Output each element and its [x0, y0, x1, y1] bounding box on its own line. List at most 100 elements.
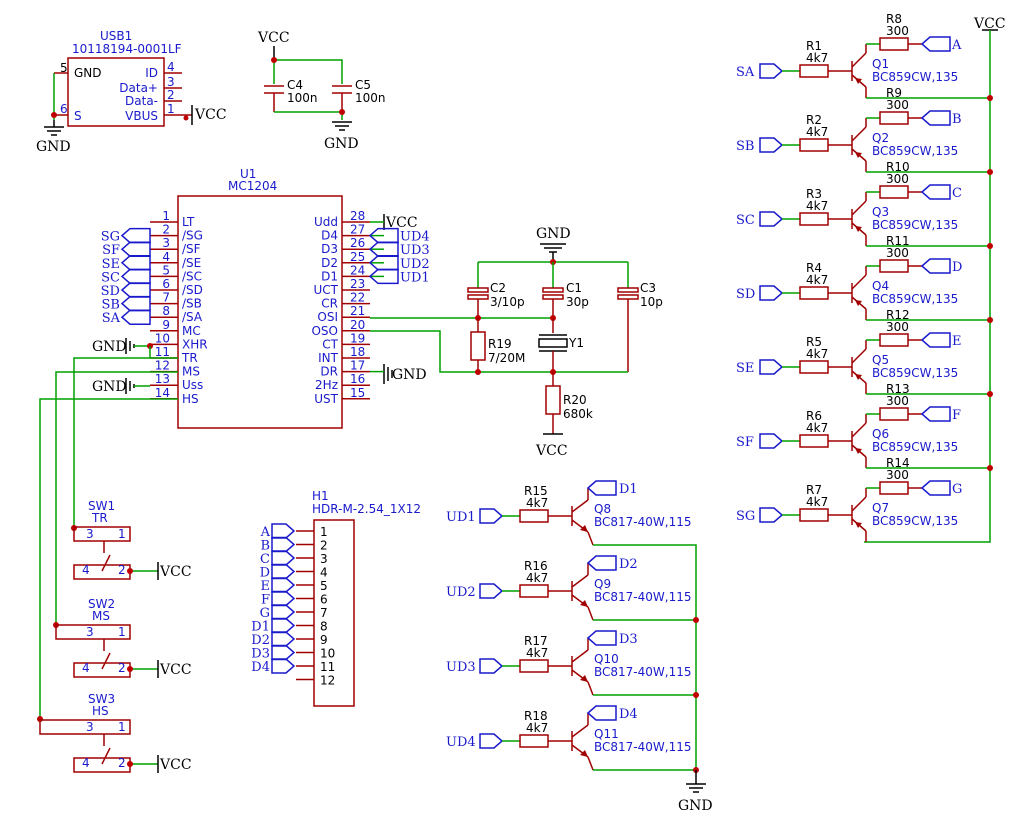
- pnp-rc-value: 300: [886, 172, 909, 186]
- switch-vcc-net: VCC: [159, 757, 192, 773]
- u1-net-flag: [368, 255, 399, 271]
- pnp-driver-group: SAR14k7R8300AQ1BC859CW,135SBR24k7R9300BQ…: [736, 12, 993, 542]
- npn-input-label: UD1: [446, 510, 476, 525]
- u1-net-flag: [120, 241, 151, 257]
- npn-q-ref: Q9: [594, 577, 611, 591]
- pnp-q-part: BC859CW,135: [872, 440, 958, 454]
- h1-net-label: D1: [251, 620, 270, 635]
- c1-ref: C1: [566, 281, 582, 295]
- npn-q-part: BC817-40W,115: [594, 740, 692, 754]
- switch-vcc-net: VCC: [159, 564, 192, 580]
- pnp-input-flag: [759, 63, 784, 79]
- pnp-rc-value: 300: [886, 98, 909, 112]
- pnp-rb-value: 4k7: [806, 273, 828, 287]
- h1-pin-number: 9: [320, 633, 328, 647]
- c3-ref: C3: [640, 281, 656, 295]
- usb-pin6-num: 6: [60, 102, 68, 116]
- u1-gnd-net-2: GND: [92, 379, 127, 395]
- c4-ref: C4: [287, 78, 303, 92]
- pnp-output-label: A: [951, 38, 962, 53]
- u1-pin-number: 16: [350, 372, 365, 386]
- u1-pin-name: /SA: [182, 310, 203, 324]
- pnp-input-flag: [759, 137, 784, 153]
- pnp-vcc-net: VCC: [973, 16, 1006, 32]
- u1-pin-name: MC: [182, 324, 201, 338]
- u1-pin-name: D3: [321, 242, 338, 256]
- pnp-input-label: SC: [736, 213, 755, 228]
- u1-pin-number: 20: [350, 318, 365, 332]
- u1-pin-number: 15: [350, 386, 365, 400]
- pnp-rc-value: 300: [886, 246, 909, 260]
- h1-pin-number: 4: [320, 566, 328, 580]
- u1-pin-number: 1: [162, 209, 170, 223]
- pnp-input-flag: [759, 285, 784, 301]
- u1-pin-name: /SD: [182, 283, 203, 297]
- c1-val: 30p: [566, 295, 589, 309]
- switch-wiring: [37, 346, 178, 722]
- u1-net-label: SE: [102, 257, 120, 272]
- u1-left-pins: LT1/SG2/SF3/SE4/SC5/SD6/SB7/SA8MC9XHR10T…: [150, 209, 208, 406]
- usb-pin3-name: Data+: [119, 81, 158, 95]
- usb-ref: USB1: [100, 29, 132, 43]
- pnp-rb-value: 4k7: [806, 125, 828, 139]
- pnp-q-ref: Q7: [872, 501, 889, 515]
- npn-q-ref: Q11: [594, 727, 619, 741]
- pnp-q-part: BC859CW,135: [872, 144, 958, 158]
- h1-pin-number: 11: [320, 660, 335, 674]
- usb-connector: USB1 10118194-0001LF GND 5 S 6 ID Data+ …: [36, 29, 227, 155]
- usb-pin4-num: 4: [167, 60, 175, 74]
- h1-pin-number: 3: [320, 552, 328, 566]
- pnp-output-label: C: [952, 186, 962, 201]
- u1-net-flag: [120, 227, 151, 244]
- usb-gnd-net: GND: [36, 139, 71, 155]
- npn-input-flag: [479, 508, 504, 524]
- npn-input-label: UD4: [446, 735, 476, 750]
- h1-net-flag: [271, 550, 296, 566]
- npn-r-value: 4k7: [526, 721, 548, 735]
- pnp-output-flag: [920, 110, 951, 126]
- npn-input-flag: [479, 583, 504, 599]
- h1-net-flag: [271, 631, 296, 647]
- npn-input-flag: [479, 733, 504, 749]
- r20-val: 680k: [563, 407, 593, 421]
- u1-ref: U1: [240, 167, 256, 181]
- h1-pin-number: 5: [320, 579, 328, 593]
- pnp-rb-value: 4k7: [806, 51, 828, 65]
- pnp-q-ref: Q2: [872, 131, 889, 145]
- u1-pin-number: 8: [162, 304, 170, 318]
- u1-pin-number: 13: [155, 372, 170, 386]
- u1-net-flag: [120, 255, 151, 271]
- switch-pin4: 4: [82, 563, 90, 577]
- u1-pin-number: 9: [162, 318, 170, 332]
- h1-net-label: D2: [251, 633, 270, 648]
- pnp-q-part: BC859CW,135: [872, 218, 958, 232]
- pnp-input-flag: [759, 211, 784, 227]
- switch-pin2: 2: [118, 563, 126, 577]
- h1-net-label: E: [261, 579, 271, 594]
- oscillator-circuit: GND C2 3/10p C1 30p C3 10p R19 7/20M: [370, 226, 663, 459]
- r19-ref: R19: [488, 337, 512, 351]
- npn-output-label: D3: [619, 632, 638, 647]
- u1-pin-number: 11: [155, 345, 170, 359]
- u1-pin-name: OSO: [311, 324, 338, 338]
- pnp-rb-ref: R4: [806, 261, 822, 275]
- osc-vcc-net: VCC: [535, 443, 568, 459]
- h1-pin-number: 7: [320, 606, 328, 620]
- pnp-output-label: G: [952, 482, 962, 497]
- u1-net-flag: [120, 295, 151, 312]
- usb-pin1-name: VBUS: [125, 109, 158, 123]
- u1-pin-number: 12: [155, 359, 170, 373]
- u1-pin-number: 28: [350, 209, 365, 223]
- h1-pin-number: 12: [320, 674, 335, 688]
- u1-pin-number: 27: [350, 223, 365, 237]
- npn-output-flag: [586, 705, 617, 721]
- usb-body: [67, 57, 165, 127]
- h1-pin-number: 10: [320, 647, 335, 661]
